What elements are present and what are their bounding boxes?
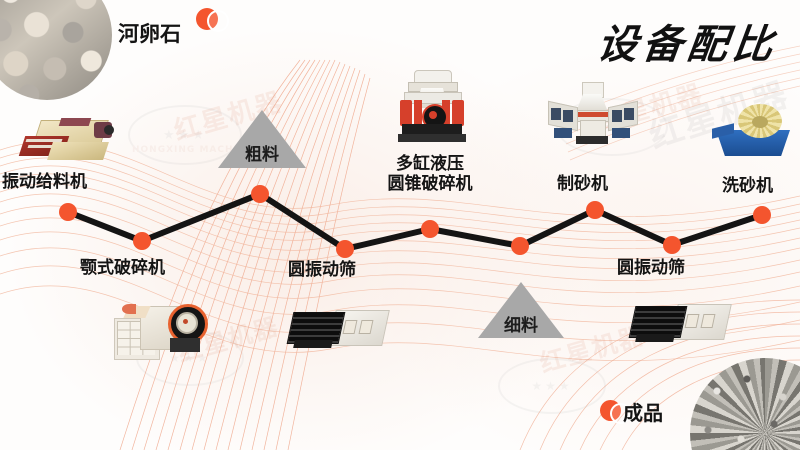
- watermark-brand-en: HONGXING MACHINERY: [132, 145, 269, 155]
- sand-washing-machine-image: [712, 104, 792, 160]
- product-label: 成品: [623, 401, 663, 425]
- coarse-triangle-shape: [218, 110, 306, 168]
- node-dot-cone: [421, 220, 439, 238]
- river-pebbles-photo: [0, 0, 112, 100]
- node-dot-screen1: [336, 240, 354, 258]
- node-dot-fine: [511, 237, 529, 255]
- finished-sand-photo: [690, 358, 800, 450]
- node-label-screen1: 圆振动筛: [288, 260, 356, 280]
- circular-vibrating-screen-2-image: [628, 300, 732, 346]
- source-label: 河卵石: [118, 22, 181, 46]
- node-label-feeder: 振动给料机: [2, 172, 87, 192]
- node-label-cone-line1: 多缸液压: [396, 154, 464, 174]
- watermark-stars-4: ★★★: [498, 358, 606, 414]
- node-dot-sandmaker: [586, 201, 604, 219]
- hydraulic-cone-crusher-image: [396, 70, 468, 142]
- fine-triangle-shape: [478, 282, 564, 338]
- node-label-screen2: 圆振动筛: [617, 258, 685, 278]
- source-ring: [207, 10, 229, 32]
- node-dot-jaw: [133, 232, 151, 250]
- node-dot-screen2: [663, 236, 681, 254]
- watermark-logo-bottom-right: ★★★: [498, 358, 606, 414]
- node-dot-sandwasher: [753, 206, 771, 224]
- node-label-sandwasher: 洗砂机: [722, 176, 773, 196]
- jaw-crusher-image: [110, 300, 208, 360]
- coarse-material-triangle: 粗料: [218, 110, 306, 168]
- sand-making-machine-image: [546, 82, 638, 148]
- vibrating-feeder-image: [18, 116, 116, 166]
- coarse-triangle-label: 粗料: [245, 145, 279, 165]
- circular-vibrating-screen-image: [286, 306, 390, 352]
- node-label-jaw: 颚式破碎机: [80, 258, 165, 278]
- page-title: 设备配比: [594, 21, 781, 68]
- fine-material-triangle: 细料: [478, 282, 564, 338]
- node-label-sandmaker: 制砂机: [557, 174, 608, 194]
- node-dot-feeder: [59, 203, 77, 221]
- node-label-cone-line2: 圆锥破碎机: [387, 174, 473, 195]
- fine-triangle-label: 细料: [504, 316, 538, 336]
- product-ring: [610, 403, 631, 424]
- node-dot-coarse: [251, 185, 269, 203]
- node-label-cone: 多缸液压 圆锥破碎机: [370, 154, 490, 194]
